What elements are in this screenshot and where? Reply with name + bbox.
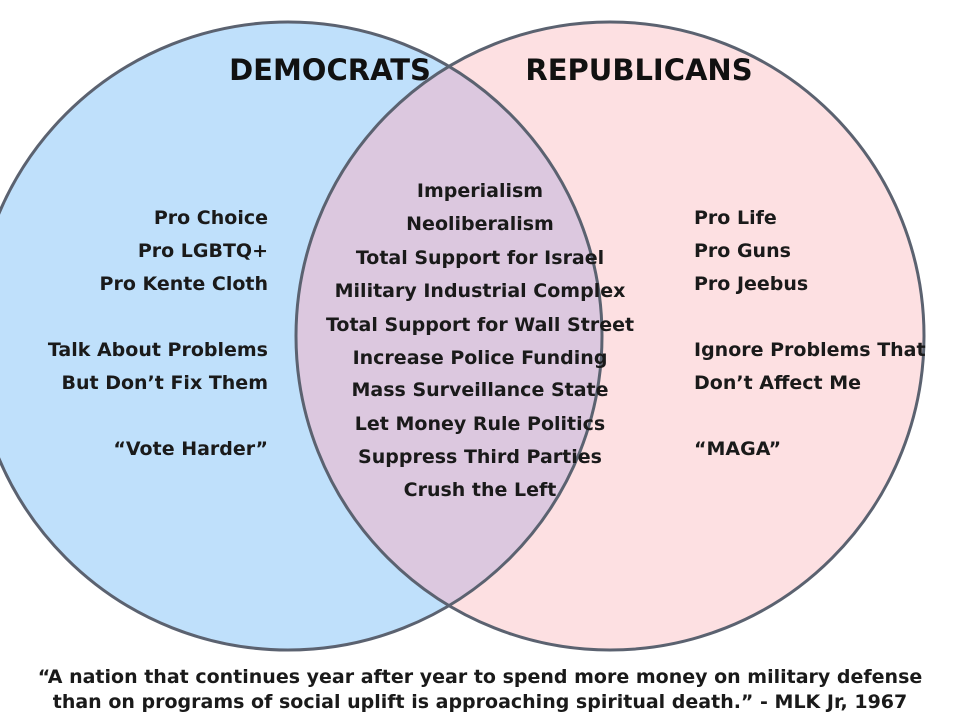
overlap-item: Increase Police Funding bbox=[353, 347, 608, 369]
overlap-item: Imperialism bbox=[417, 180, 543, 202]
republicans-item: Pro Life bbox=[694, 207, 777, 229]
overlap-item: Mass Surveillance State bbox=[351, 379, 608, 401]
democrats-item: “Vote Harder” bbox=[113, 438, 268, 460]
overlap-region bbox=[296, 22, 602, 650]
overlap-item: Crush the Left bbox=[404, 479, 557, 501]
republicans-circle-outline bbox=[294, 20, 926, 652]
democrats-item: Pro LGBTQ+ bbox=[138, 240, 268, 262]
democrats-item: But Don’t Fix Them bbox=[61, 372, 268, 394]
republicans-item: Pro Guns bbox=[694, 240, 791, 262]
republicans-item: Don’t Affect Me bbox=[694, 372, 861, 394]
republicans-item: “MAGA” bbox=[694, 438, 781, 460]
republicans-title: REPUBLICANS bbox=[525, 53, 752, 87]
democrats-item: Pro Choice bbox=[154, 207, 268, 229]
republicans-item: Pro Jeebus bbox=[694, 273, 808, 295]
quote-line-2: than on programs of social uplift is app… bbox=[53, 691, 908, 713]
overlap-item: Suppress Third Parties bbox=[358, 446, 602, 468]
overlap-item: Let Money Rule Politics bbox=[355, 413, 605, 435]
democrats-item: Pro Kente Cloth bbox=[100, 273, 268, 295]
quote-line-1: “A nation that continues year after year… bbox=[38, 666, 923, 688]
overlap-item: Military Industrial Complex bbox=[335, 280, 626, 302]
democrats-item: Talk About Problems bbox=[48, 339, 268, 361]
republicans-item: Ignore Problems That bbox=[694, 339, 926, 361]
overlap-item: Total Support for Israel bbox=[356, 247, 604, 269]
democrats-circle-outline bbox=[0, 20, 604, 652]
overlap-item: Total Support for Wall Street bbox=[326, 314, 634, 336]
overlap-item: Neoliberalism bbox=[406, 213, 554, 235]
democrats-title: DEMOCRATS bbox=[229, 53, 431, 87]
